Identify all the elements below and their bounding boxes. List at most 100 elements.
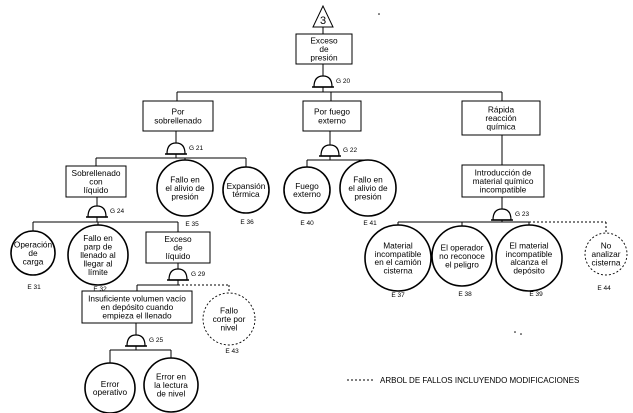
event-label-line: Exceso <box>164 234 192 244</box>
basic-event-text: operativo <box>93 387 128 397</box>
event-label-line: química <box>486 122 515 132</box>
basic-event-text: el alivio de <box>348 183 388 193</box>
basic-event-text: incompatible <box>375 249 422 259</box>
or-gate-g20: G 20 <box>312 75 350 88</box>
basic-event-text: térmica <box>232 189 260 199</box>
event-label-line: Sobrellenado <box>72 168 121 178</box>
event-label-line: de <box>319 44 329 54</box>
basic-event-id: E 35 <box>185 221 199 228</box>
basic-event-text: Error <box>101 379 120 389</box>
basic-event-text: carga <box>23 256 44 266</box>
or-gate-g29: G 29 <box>167 268 205 281</box>
gate-id: G 22 <box>343 147 357 154</box>
event-label-line: presión <box>310 53 338 63</box>
or-gate-g21: G 21 <box>165 142 203 155</box>
basic-event-text: no reconoce <box>439 251 485 261</box>
transfer-number: 3 <box>320 15 326 27</box>
event-label-line: Por <box>172 107 185 117</box>
or-gate-g23: G 23 <box>491 208 529 221</box>
event-label-line: Introducción de <box>475 167 532 177</box>
basic-event-text: Fallo en <box>83 233 113 243</box>
basic-event-id: E 43 <box>225 348 239 355</box>
basic-event-text: Fuego <box>295 181 319 191</box>
transfer-triangle-icon: 3 <box>312 4 334 28</box>
gate-id: G 25 <box>149 337 163 344</box>
basic-event-text: cisterna <box>591 257 620 267</box>
gate-id: G 29 <box>191 271 205 278</box>
event-label-line: sobrellenado <box>154 115 202 125</box>
basic-event-text: presión <box>354 191 382 201</box>
event-label-line: de <box>173 243 183 253</box>
basic-event-text: de <box>28 248 38 258</box>
legend-text: ARBOL DE FALLOS INCLUYENDO MODIFICACIONE… <box>380 376 579 385</box>
basic-event-id: E 38 <box>458 291 472 298</box>
event-label-line: Rápida <box>488 104 515 114</box>
event-label-line: Insuficiente volumen vacío <box>88 293 186 303</box>
gate-id: G 20 <box>336 78 350 85</box>
basic-event-text: nivel <box>220 322 237 332</box>
basic-event-id: E 39 <box>529 291 543 298</box>
basic-event-text: Fallo <box>220 306 238 316</box>
event-label-line: líquido <box>166 251 191 261</box>
event-label-line: con <box>89 177 103 187</box>
basic-event-text: llegar al <box>83 258 112 268</box>
basic-event-id: E 36 <box>240 219 254 226</box>
basic-event-text: El material <box>509 240 548 250</box>
event-label-line: en depósito cuando <box>101 302 174 312</box>
basic-event-text: el alivio de <box>165 183 205 193</box>
or-gate-g22: G 22 <box>319 144 357 157</box>
basic-event-text: alcanza el <box>510 257 548 267</box>
basic-event-text: el peligro <box>445 259 479 269</box>
event-label-line: externo <box>318 115 346 125</box>
gate-id: G 21 <box>189 145 203 152</box>
legend: ARBOL DE FALLOS INCLUYENDO MODIFICACIONE… <box>347 376 579 385</box>
event-label-line: material químico <box>473 176 534 186</box>
basic-event-text: externo <box>293 189 321 199</box>
basic-event-text: parp de <box>84 242 113 252</box>
basic-event-text: límite <box>88 267 108 277</box>
basic-event-text: Fallo en <box>170 175 200 185</box>
basic-event-text: de nivel <box>157 388 186 398</box>
basic-event-text: Error en <box>156 372 186 382</box>
basic-event-text: corte por <box>213 314 246 324</box>
basic-event-id: E 44 <box>597 285 611 292</box>
basic-event-text: en el camión <box>374 257 421 267</box>
basic-event-text: Fallo en <box>353 175 383 185</box>
basic-event-id: E 31 <box>27 284 41 291</box>
basic-event-id: E 40 <box>300 220 314 227</box>
basic-event-id: E 32 <box>93 286 107 293</box>
event-label-line: empieza el llenado <box>102 311 172 321</box>
basic-event-text: la lectura <box>154 380 188 390</box>
event-label-line: líquido <box>84 185 109 195</box>
basic-event-text: Material <box>383 240 413 250</box>
basic-event-text: incompatible <box>506 249 553 259</box>
gate-id: G 24 <box>110 208 124 215</box>
gate-id: G 23 <box>515 211 529 218</box>
or-gate-g24: G 24 <box>86 205 124 218</box>
basic-event-text: Expansión <box>227 181 266 191</box>
event-label-line: Por fuego <box>314 107 350 117</box>
event-label-line: Exceso <box>310 35 338 45</box>
